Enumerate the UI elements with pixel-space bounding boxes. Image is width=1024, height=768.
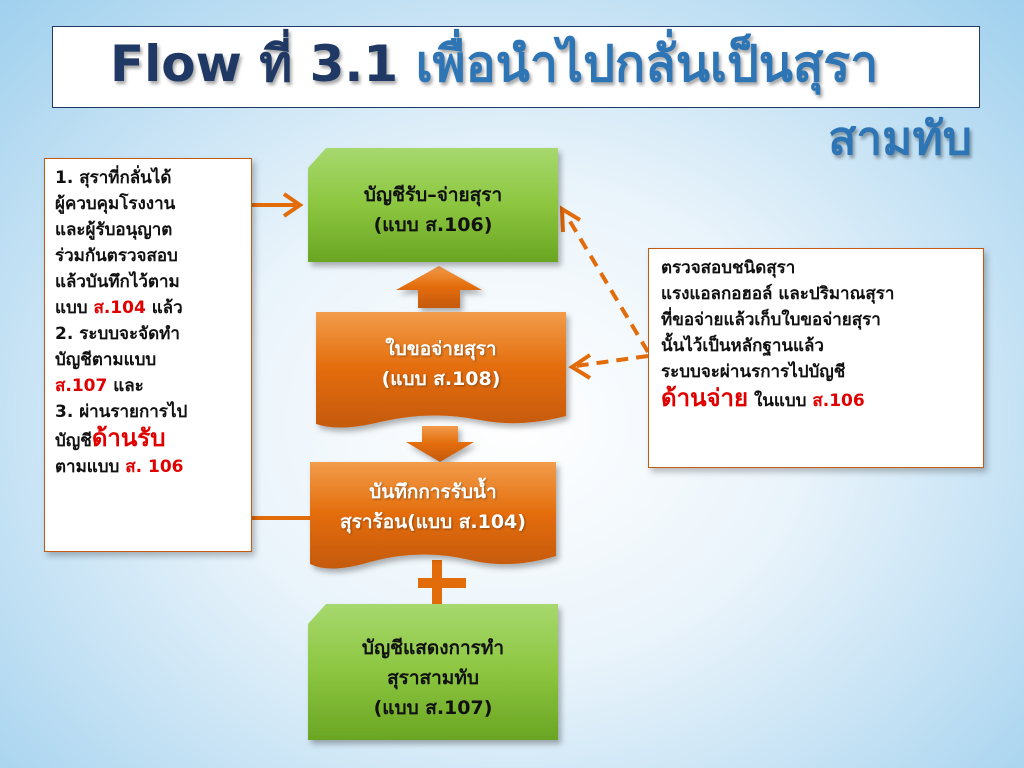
node-record-104-line1: บันทึกการรับน้ำ	[369, 481, 497, 503]
left-note-line: 3. ผ่านรายการไป	[55, 402, 188, 422]
plus-connector-horizontal	[418, 578, 466, 588]
left-note-line: บัญชีด้านรับ	[55, 425, 241, 454]
node-record-104-shape	[310, 462, 556, 569]
dashed-arrow-to-106	[566, 216, 650, 354]
page-title: Flow ที่ 3.1 เพื่อนำไปกลั่นเป็นสุรา	[110, 34, 980, 94]
left-note-line: ร่วมกันตรวจสอบ	[55, 246, 178, 266]
title-flow-label: Flow ที่ 3.1	[110, 35, 416, 93]
node-request-108-shape	[316, 312, 566, 428]
page-title-line2: สามทับ	[828, 111, 972, 165]
dashed-arrowhead-to-108	[568, 353, 592, 380]
right-note-text: ในแบบ	[748, 391, 813, 411]
right-note-line: ที่ขอจ่ายแล้วเก็บใบขอจ่ายสุรา	[661, 310, 881, 330]
left-note-line: ตามแบบ ส. 106	[55, 454, 241, 480]
left-note-line: ผู้ควบคุมโรงงาน	[55, 194, 176, 214]
left-note-line: บัญชีตามแบบ	[55, 350, 157, 370]
node-account-107-line1: บัญชีแสดงการทำ	[361, 637, 505, 659]
node-account-106-line2: (แบบ ส.106)	[373, 214, 493, 236]
node-account-106: บัญชีรับ–จ่ายสุรา (แบบ ส.106)	[308, 160, 558, 260]
dashed-arrow-to-108	[575, 354, 649, 368]
pay-side-label: ด้านจ่าย	[661, 384, 749, 412]
left-note-text: และ	[107, 376, 144, 396]
node-request-108-line2: (แบบ ส.108)	[381, 368, 501, 390]
up-arrow-shape	[396, 266, 482, 308]
left-note-text: แบบ	[55, 298, 94, 318]
node-record-104-line2: สุราร้อน(แบบ ส.104)	[340, 511, 526, 533]
right-note-line: ตรวจสอบชนิดสุรา	[661, 258, 796, 278]
left-note-line: 2. ระบบจะจัดทำ	[55, 324, 180, 344]
left-note-line: แล้วบันทึกไว้ตาม	[55, 272, 180, 292]
title-box	[52, 26, 980, 108]
left-note-line: 1. สุราที่กลั่นได้	[55, 168, 172, 188]
left-note-line: แบบ ส.104 แล้ว	[55, 295, 241, 321]
left-note-line: และผู้รับอนุญาต	[55, 220, 173, 240]
left-note: 1. สุราที่กลั่นได้ ผู้ควบคุมโรงงาน และผู…	[44, 158, 252, 552]
dashed-arrowhead-to-106	[559, 205, 582, 233]
node-record-104: บันทึกการรับน้ำ สุราร้อน(แบบ ส.104)	[310, 460, 556, 554]
node-account-107-line3: (แบบ ส.107)	[373, 697, 493, 719]
right-note-line: ระบบจะผ่านรการไปบัญชี	[661, 362, 846, 382]
left-note-text: บัญชี	[55, 431, 92, 451]
node-request-108: ใบขอจ่ายสุรา (แบบ ส.108)	[316, 314, 566, 414]
node-account-107-line2: สุราสามทับ	[387, 667, 479, 689]
left-note-text: ตามแบบ	[55, 457, 126, 477]
form-ref-106: ส.106	[812, 391, 865, 411]
node-account-107: บัญชีแสดงการทำ สุราสามทับ (แบบ ส.107)	[308, 618, 558, 738]
title-thai: เพื่อนำไปกลั่นเป็นสุรา	[415, 35, 879, 93]
form-ref-104: ส.104	[93, 298, 146, 318]
right-note-line: แรงแอลกอฮอล์ และปริมาณสุรา	[661, 284, 895, 304]
right-note-line: ด้านจ่าย ในแบบ ส.106	[661, 385, 971, 414]
down-arrow-shape	[406, 426, 474, 462]
form-ref-106: ส. 106	[125, 457, 184, 477]
form-ref-107: ส.107	[55, 376, 108, 396]
node-account-106-shape	[308, 148, 558, 262]
node-account-107-shape	[308, 604, 558, 740]
arrowhead-left-top	[282, 192, 304, 218]
left-note-text: แล้ว	[145, 298, 183, 318]
receive-side-label: ด้านรับ	[91, 424, 166, 452]
node-request-108-line1: ใบขอจ่ายสุรา	[385, 338, 497, 360]
right-note-line: นั้นไว้เป็นหลักฐานแล้ว	[661, 336, 824, 356]
left-note-line: ส.107 และ	[55, 373, 241, 399]
right-note: ตรวจสอบชนิดสุรา แรงแอลกอฮอล์ และปริมาณสุ…	[648, 248, 984, 468]
node-account-106-line1: บัญชีรับ–จ่ายสุรา	[363, 184, 503, 206]
